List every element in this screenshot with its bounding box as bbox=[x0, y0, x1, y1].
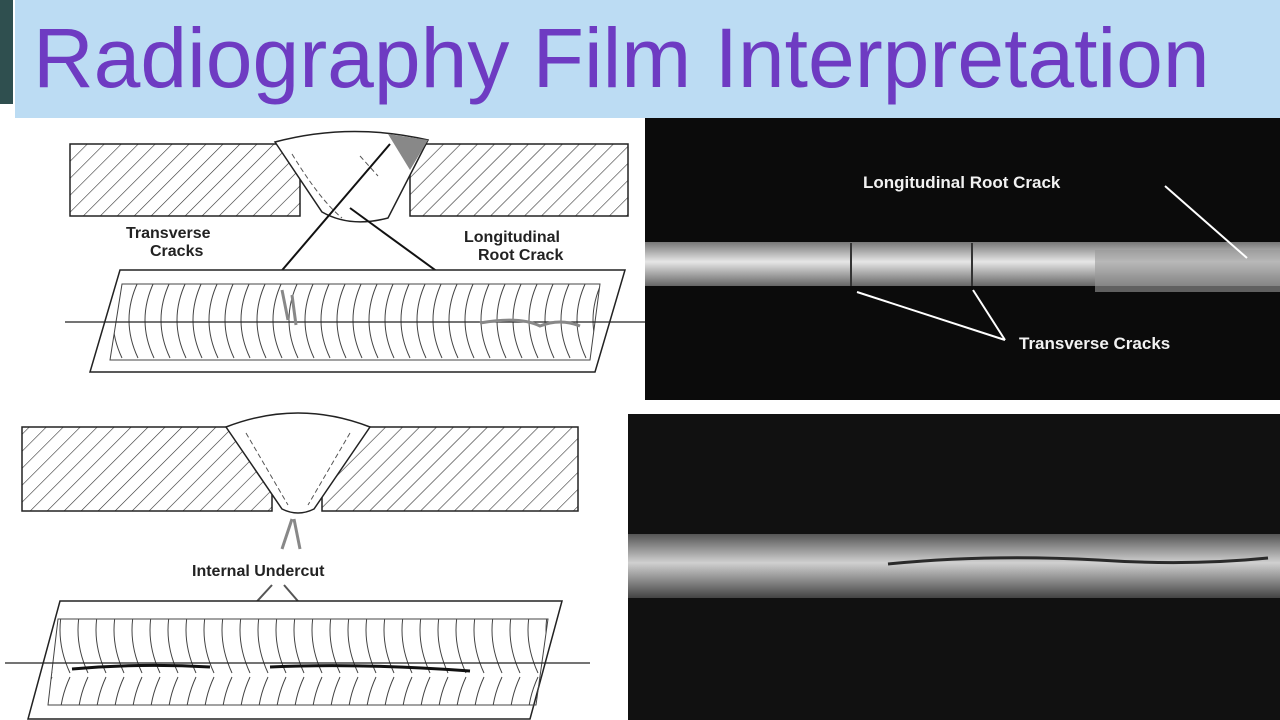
label-transverse-1: Transverse bbox=[126, 225, 211, 242]
undercut-diagram: Internal Undercut bbox=[5, 412, 590, 720]
longitudinal-crack-mark bbox=[479, 318, 581, 328]
transverse-crack-marks bbox=[280, 289, 298, 326]
weld-image-bead-dim bbox=[1095, 250, 1280, 292]
label-longitudinal-root-crack: Longitudinal Root Crack bbox=[863, 173, 1061, 192]
weld-image-bead-2 bbox=[628, 534, 1280, 598]
plate-left-2 bbox=[21, 426, 273, 512]
undercut-arrows bbox=[280, 518, 302, 550]
crack-diagram: Transverse Cracks Longitudinal Root Crac… bbox=[65, 130, 645, 373]
weld-defect-shading bbox=[388, 134, 428, 170]
label-longitudinal-1: Longitudinal bbox=[464, 229, 560, 246]
arrow-longitudinal bbox=[1164, 185, 1248, 259]
weld-fusion-line-2 bbox=[245, 432, 351, 506]
title-band: Radiography Film Interpretation bbox=[15, 0, 1280, 118]
undercut-radiograph bbox=[628, 414, 1280, 720]
undercut-image-line bbox=[887, 556, 1269, 566]
plate-right-2 bbox=[321, 426, 579, 512]
label-transverse-cracks: Transverse Cracks bbox=[1019, 334, 1170, 353]
plate-left bbox=[69, 143, 301, 217]
undercut-line-mark bbox=[71, 663, 471, 673]
label-internal-undercut: Internal Undercut bbox=[192, 563, 325, 580]
weld-cross-section-2 bbox=[224, 412, 372, 514]
weld-bead-ripples-2 bbox=[47, 618, 549, 706]
left-accent-bar bbox=[0, 0, 13, 104]
arrow-transverse-1 bbox=[856, 291, 1006, 341]
plate-right bbox=[409, 143, 629, 217]
label-transverse-2: Cracks bbox=[150, 243, 203, 260]
arrow-transverse-2 bbox=[972, 289, 1006, 341]
pointer-transverse bbox=[271, 143, 391, 283]
weld-cross-section bbox=[273, 130, 430, 223]
weld-fusion-line bbox=[291, 153, 379, 219]
crack-radiograph: Longitudinal Root Crack Transverse Crack… bbox=[645, 118, 1280, 400]
page-title: Radiography Film Interpretation bbox=[33, 11, 1210, 105]
label-longitudinal-2: Root Crack bbox=[478, 247, 563, 264]
